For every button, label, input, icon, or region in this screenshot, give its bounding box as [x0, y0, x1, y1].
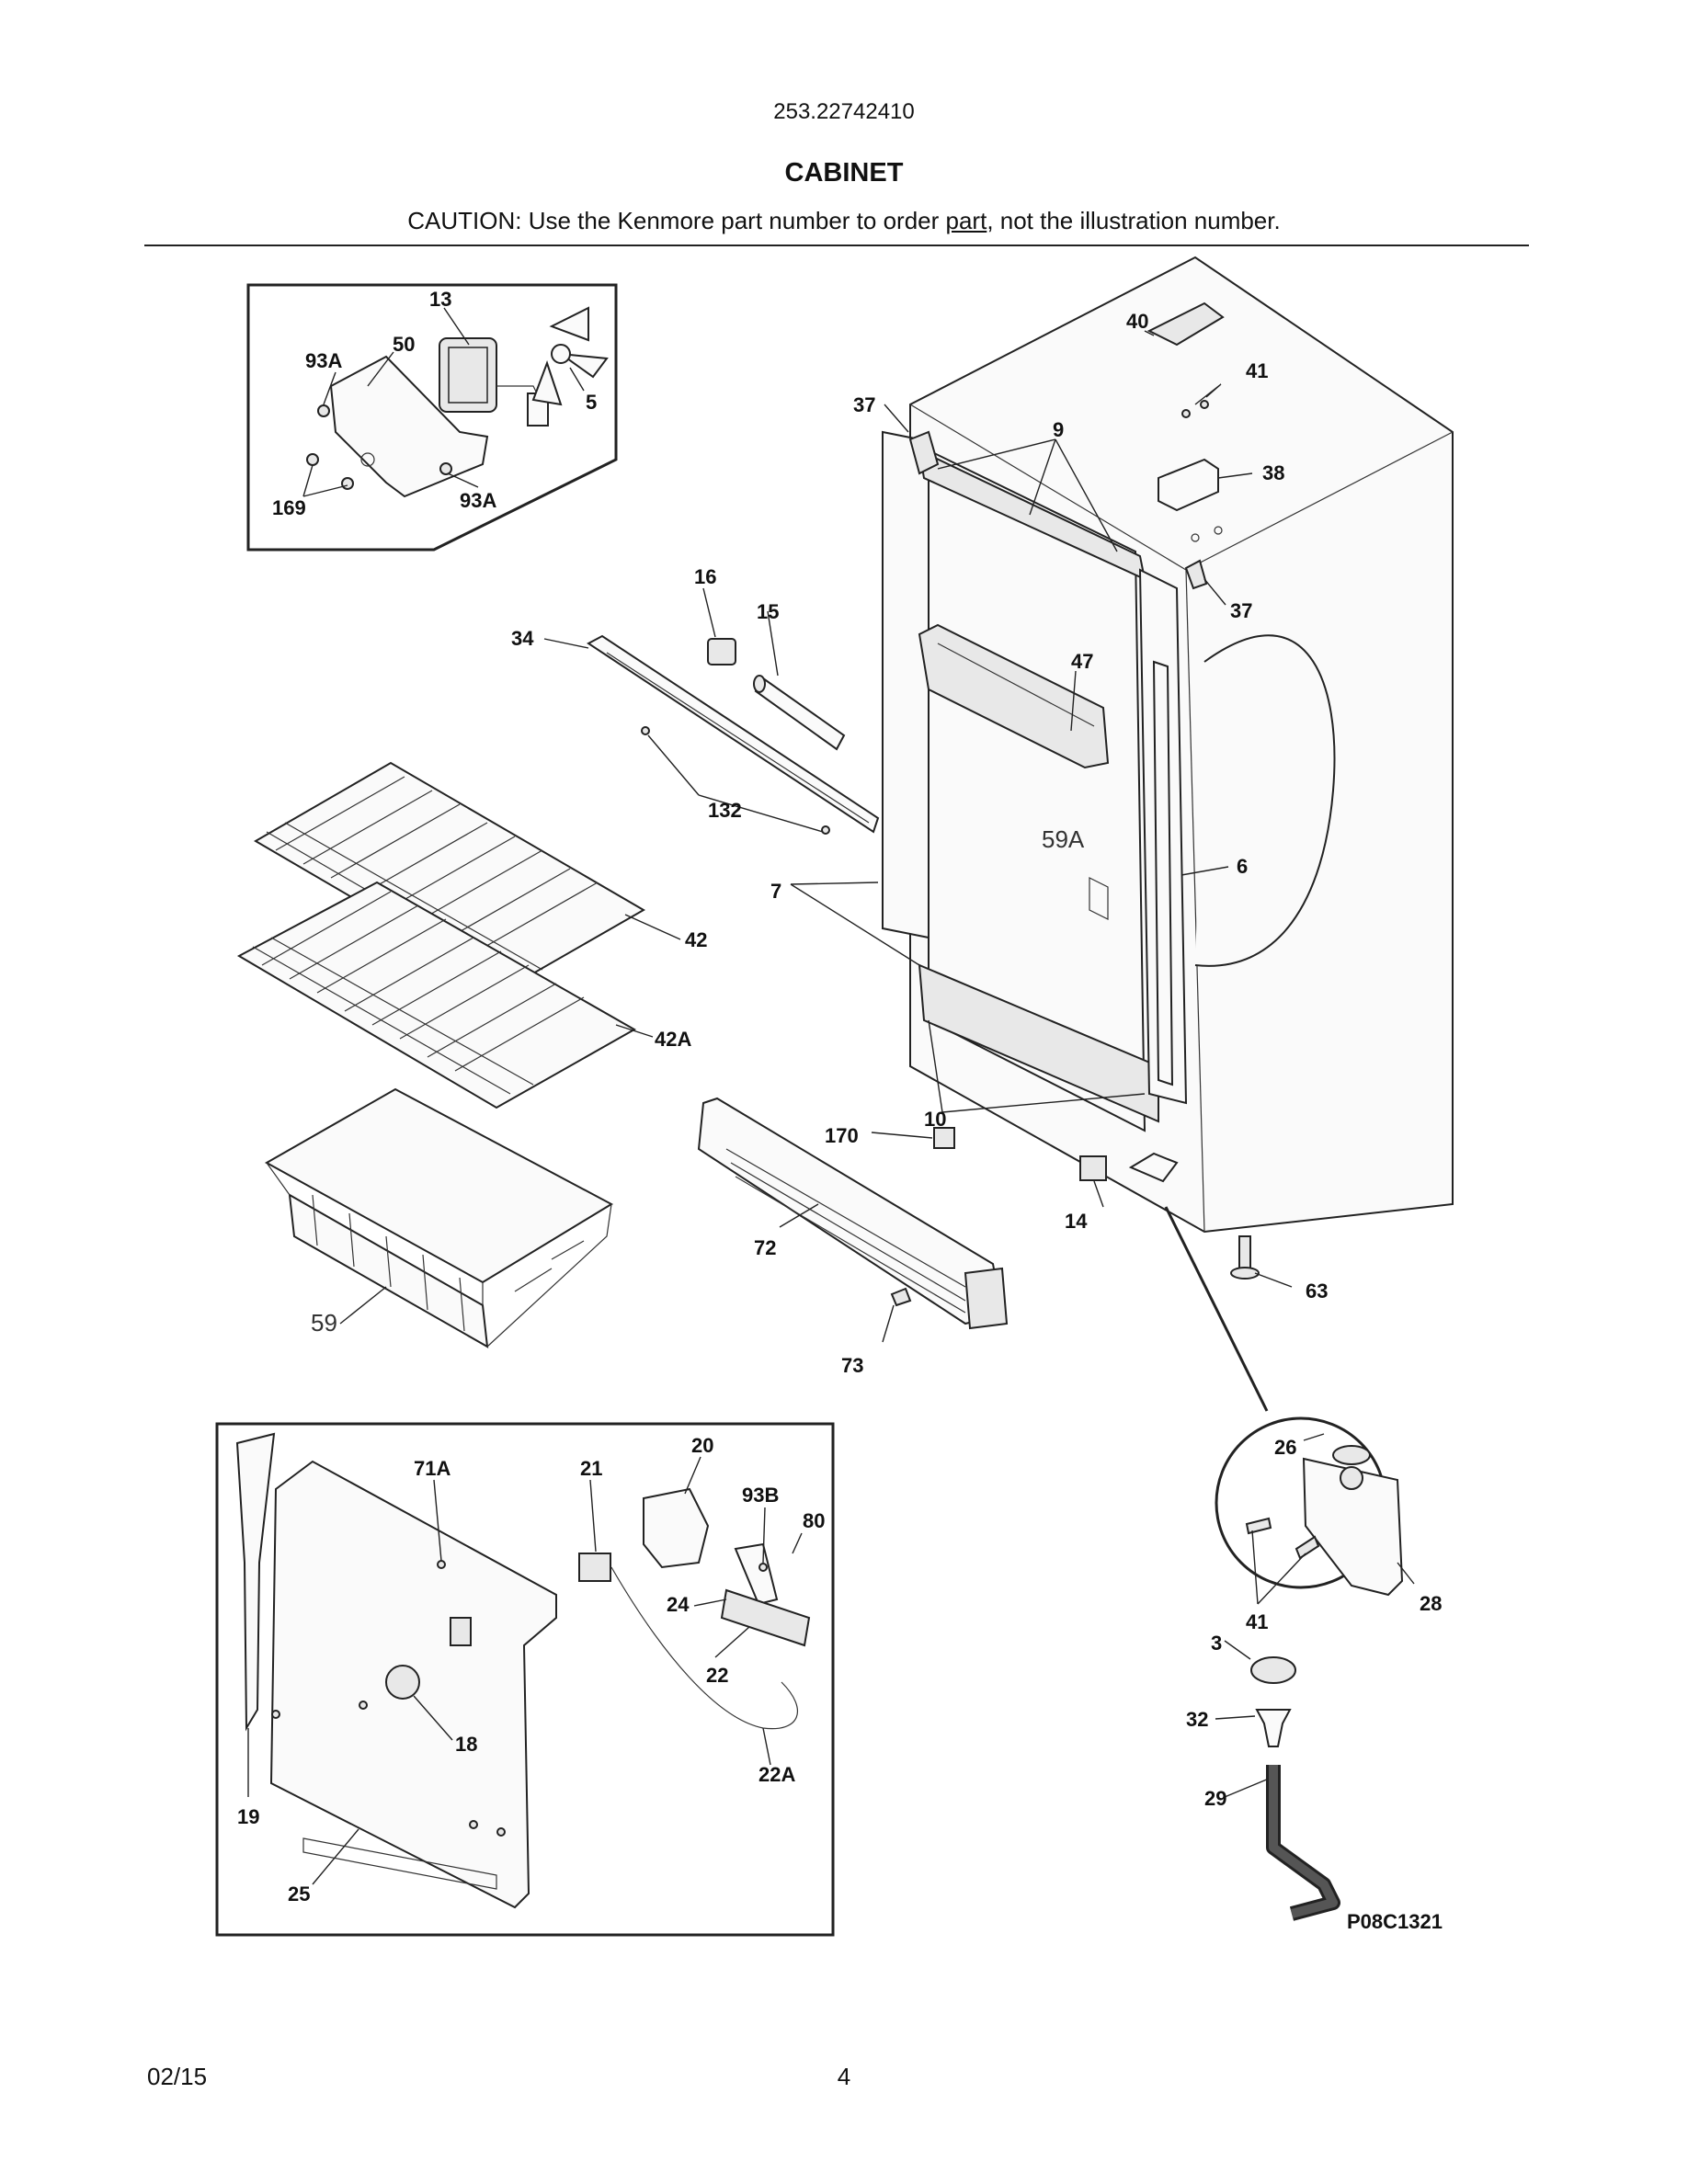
door-shelf-rail — [918, 623, 1110, 769]
fan-blade — [531, 306, 609, 406]
callout-28: 28 — [1420, 1592, 1442, 1615]
callout-169: 169 — [272, 496, 306, 519]
callout-19: 19 — [237, 1805, 259, 1828]
callout-9: 9 — [1053, 418, 1064, 441]
rear-access-panel — [269, 1460, 557, 1909]
bottom-hinge-bracket — [1302, 1445, 1404, 1597]
hinge-bushing — [1255, 1709, 1292, 1747]
door-stop — [933, 1127, 955, 1149]
door-gaskets-top — [908, 430, 1208, 590]
timer-bracket — [720, 1542, 811, 1647]
shelf-screws — [641, 726, 830, 835]
leveling-leg — [1230, 1235, 1260, 1280]
callout-41-inset: 41 — [1246, 1610, 1268, 1633]
callout-32: 32 — [1186, 1708, 1208, 1731]
callout-63: 63 — [1306, 1280, 1328, 1302]
cabinet-leaders — [790, 330, 1293, 1288]
callout-37-right: 37 — [1230, 599, 1252, 622]
thermostat-retainer-clip — [1089, 877, 1109, 920]
callout-22: 22 — [706, 1664, 728, 1687]
callout-22a: 22A — [758, 1763, 795, 1786]
model-number: 253.22742410 — [773, 99, 915, 124]
evaporator-cover-rail — [587, 634, 880, 834]
callout-132: 132 — [708, 799, 742, 822]
callout-18: 18 — [455, 1733, 477, 1756]
callout-5: 5 — [586, 391, 597, 414]
callout-50: 50 — [393, 333, 415, 356]
hinge-leaders — [1215, 1433, 1415, 1798]
side-trim-strip — [235, 1432, 276, 1732]
callout-3: 3 — [1211, 1632, 1222, 1655]
callout-73: 73 — [841, 1354, 863, 1377]
inset-fan-motor-box — [246, 283, 618, 552]
revision-date: 02/15 — [147, 2063, 208, 2090]
defrost-heater-tube — [753, 675, 846, 751]
hinge-pin-rod — [1266, 1765, 1340, 1921]
callout-80: 80 — [803, 1509, 825, 1532]
fan-motor — [439, 337, 549, 427]
callout-7: 7 — [770, 880, 781, 903]
cabinet-side-bulge — [1194, 634, 1336, 967]
header-divider — [144, 245, 1529, 246]
callout-47: 47 — [1071, 650, 1093, 673]
callout-38: 38 — [1262, 461, 1284, 484]
callout-14: 14 — [1065, 1210, 1088, 1233]
freezer-basket — [264, 1087, 614, 1348]
callout-29: 29 — [1204, 1787, 1226, 1810]
callout-93b: 93B — [742, 1484, 779, 1507]
fan-motor-bracket — [329, 355, 489, 498]
callout-34: 34 — [511, 627, 534, 650]
callout-170: 170 — [825, 1124, 859, 1147]
callout-16: 16 — [694, 565, 716, 588]
callout-37-top: 37 — [853, 393, 875, 416]
grille-leaders — [779, 1132, 933, 1343]
callout-15: 15 — [757, 600, 779, 623]
panel-screws — [271, 1560, 768, 1837]
caution-text-start: CAUTION: Use the Kenmore part number to … — [407, 207, 946, 234]
callout-59: 59 — [311, 1309, 337, 1337]
callout-10: 10 — [924, 1108, 946, 1131]
callout-20: 20 — [691, 1434, 713, 1457]
inset-panel-leaders — [247, 1456, 803, 1885]
callout-93a-bottom: 93A — [460, 489, 496, 512]
page-number: 4 — [837, 2063, 851, 2090]
callout-labels: 13 93A 50 5 169 93A 40 41 37 9 38 37 16 … — [237, 288, 1443, 1933]
timer-with-harness — [578, 1553, 798, 1730]
callout-59a: 59A — [1042, 825, 1085, 853]
callout-25: 25 — [288, 1883, 310, 1905]
caution-note: CAUTION: Use the Kenmore part number to … — [0, 207, 1688, 235]
shelf-leaders — [339, 914, 681, 1325]
rail-leaders — [543, 587, 824, 833]
hinge-screws — [1245, 1517, 1320, 1560]
callout-6: 6 — [1237, 855, 1248, 878]
callout-42a: 42A — [655, 1028, 691, 1051]
hinge-pin-cap — [1250, 1656, 1296, 1684]
callout-93a-top: 93A — [305, 349, 342, 372]
inset-fan-leaders — [302, 307, 585, 497]
callout-21: 21 — [580, 1457, 602, 1480]
door-switch — [1079, 1152, 1179, 1183]
callout-41-top: 41 — [1246, 359, 1268, 382]
callout-26: 26 — [1274, 1436, 1296, 1459]
callout-71a: 71A — [414, 1457, 451, 1480]
wire-shelf-lower — [236, 881, 637, 1109]
fan-screws — [306, 404, 452, 490]
caution-text-end: , not the illustration number. — [987, 207, 1281, 234]
caution-underlined-word: part — [945, 207, 987, 234]
callout-42: 42 — [685, 928, 707, 951]
door-liner-frame — [882, 430, 1188, 1132]
timer-cover — [643, 1487, 710, 1569]
section-title: CABINET — [784, 158, 904, 188]
drawing-number: P08C1321 — [1347, 1910, 1443, 1933]
grille-screw — [890, 1287, 912, 1307]
defrost-thermostat — [707, 638, 736, 665]
callout-40: 40 — [1126, 310, 1148, 333]
callout-72: 72 — [754, 1236, 776, 1259]
inset-rear-panel-box — [215, 1422, 835, 1937]
callout-24: 24 — [667, 1593, 690, 1616]
hinge-top — [1146, 301, 1225, 542]
callout-13: 13 — [429, 288, 451, 311]
grille-kickplate — [697, 1097, 1009, 1330]
